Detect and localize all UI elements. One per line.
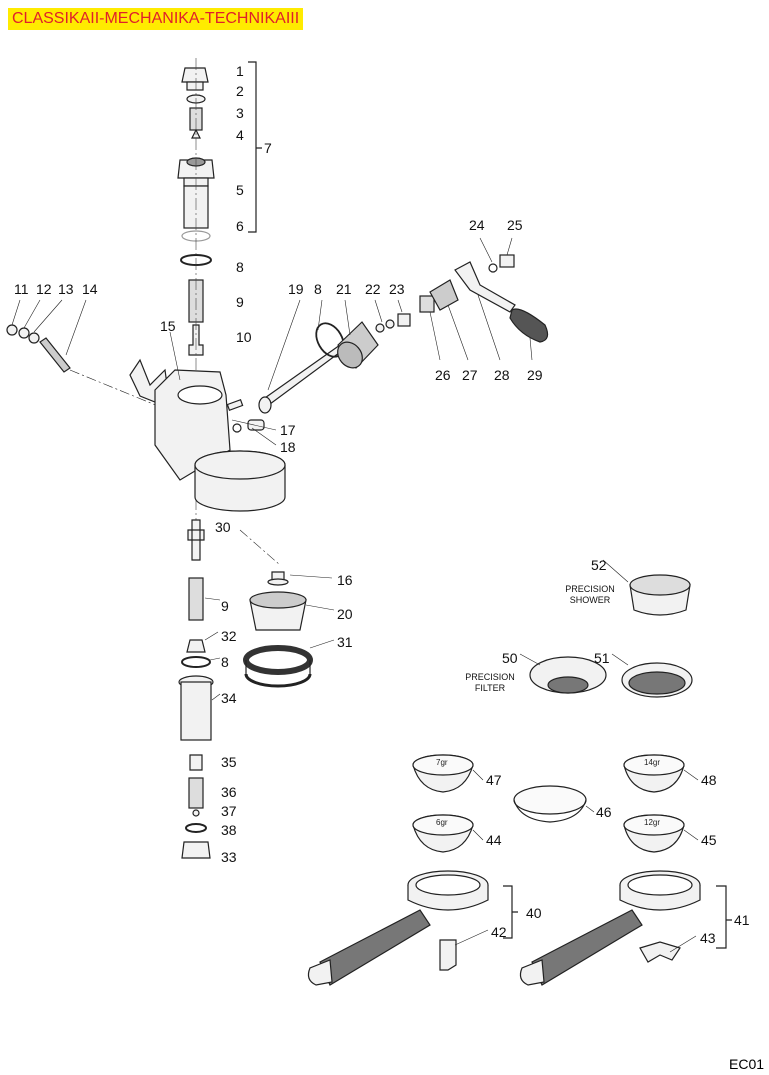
group-head-part bbox=[129, 358, 286, 512]
diagram-title: CLASSIKAII-MECHANIKA-TECHNIKAIII bbox=[8, 8, 304, 30]
note-line: PRECISION bbox=[465, 672, 515, 682]
callout-43: 43 bbox=[700, 930, 716, 946]
callout-25: 25 bbox=[507, 217, 523, 233]
callout-14: 14 bbox=[82, 281, 98, 297]
basket-mark-7gr: 7gr bbox=[436, 758, 448, 767]
callout-5: 5 bbox=[236, 182, 244, 198]
callout-31: 31 bbox=[337, 634, 353, 650]
callout-22: 22 bbox=[365, 281, 381, 297]
cap-nut-part bbox=[181, 67, 209, 91]
callout-41: 41 bbox=[734, 912, 750, 928]
callout-15: 15 bbox=[160, 318, 176, 334]
callout-40: 40 bbox=[526, 905, 542, 921]
gasket-part bbox=[243, 645, 313, 688]
callout-13: 13 bbox=[58, 281, 74, 297]
callout-2: 2 bbox=[236, 83, 244, 99]
callout-18: 18 bbox=[280, 439, 296, 455]
callout-17: 17 bbox=[280, 422, 296, 438]
callout-33: 33 bbox=[221, 849, 237, 865]
precision-filter-note: PRECISION FILTER bbox=[458, 672, 522, 694]
callout-52: 52 bbox=[591, 557, 607, 573]
callout-8c: 8 bbox=[221, 654, 229, 670]
callout-8: 8 bbox=[236, 259, 244, 275]
callout-9: 9 bbox=[236, 294, 244, 310]
basket-mark-14gr: 14gr bbox=[644, 758, 661, 767]
callout-10: 10 bbox=[236, 329, 252, 345]
callout-26: 26 bbox=[435, 367, 451, 383]
note-line: FILTER bbox=[474, 683, 506, 693]
callout-20: 20 bbox=[337, 606, 353, 622]
callout-1: 1 bbox=[236, 63, 244, 79]
callout-37: 37 bbox=[221, 803, 237, 819]
callout-7: 7 bbox=[264, 140, 272, 156]
callout-24: 24 bbox=[469, 217, 485, 233]
basket-mark-6gr: 6gr bbox=[436, 818, 448, 827]
bottom-nut-part bbox=[181, 841, 211, 859]
callout-27: 27 bbox=[462, 367, 478, 383]
note-line: SHOWER bbox=[569, 595, 611, 605]
callout-28: 28 bbox=[494, 367, 510, 383]
callout-44: 44 bbox=[486, 832, 502, 848]
lever-part bbox=[454, 261, 516, 313]
shaft-part bbox=[261, 344, 344, 408]
callout-23: 23 bbox=[389, 281, 405, 297]
callout-16: 16 bbox=[337, 572, 353, 588]
precision-shower-note: PRECISION SHOWER bbox=[558, 584, 622, 606]
note-line: PRECISION bbox=[565, 584, 615, 594]
spring-part bbox=[188, 577, 204, 621]
spring-part bbox=[188, 777, 204, 809]
precision-filter-part bbox=[529, 656, 607, 694]
callout-4: 4 bbox=[236, 127, 244, 143]
shower-part bbox=[249, 591, 307, 631]
callout-12: 12 bbox=[36, 281, 52, 297]
cylinder-part bbox=[178, 675, 214, 741]
callout-19: 19 bbox=[288, 281, 304, 297]
callout-42: 42 bbox=[491, 924, 507, 940]
callout-3: 3 bbox=[236, 105, 244, 121]
callout-30: 30 bbox=[215, 519, 231, 535]
callout-50: 50 bbox=[502, 650, 518, 666]
callout-46: 46 bbox=[596, 804, 612, 820]
callout-6: 6 bbox=[236, 218, 244, 234]
callout-48: 48 bbox=[701, 772, 717, 788]
callout-38: 38 bbox=[221, 822, 237, 838]
precision-shower-part bbox=[629, 574, 691, 616]
callout-34: 34 bbox=[221, 690, 237, 706]
callout-47: 47 bbox=[486, 772, 502, 788]
callout-9b: 9 bbox=[221, 598, 229, 614]
portafilter-double-part bbox=[519, 870, 701, 986]
page-code: EC01 bbox=[729, 1056, 765, 1072]
callout-32: 32 bbox=[221, 628, 237, 644]
knob-part bbox=[509, 308, 549, 343]
portafilter-single-part bbox=[307, 870, 489, 986]
callout-35: 35 bbox=[221, 754, 237, 770]
callout-8b: 8 bbox=[314, 281, 322, 297]
callout-36: 36 bbox=[221, 784, 237, 800]
o-ring-part bbox=[181, 656, 211, 668]
filter-basket-51-part bbox=[621, 662, 693, 698]
callout-51: 51 bbox=[594, 650, 610, 666]
callout-45: 45 bbox=[701, 832, 717, 848]
basket-mark-12gr: 12gr bbox=[644, 818, 661, 827]
callout-21: 21 bbox=[336, 281, 352, 297]
cam-part bbox=[337, 321, 379, 369]
callout-11: 11 bbox=[14, 281, 29, 297]
callout-29: 29 bbox=[527, 367, 543, 383]
